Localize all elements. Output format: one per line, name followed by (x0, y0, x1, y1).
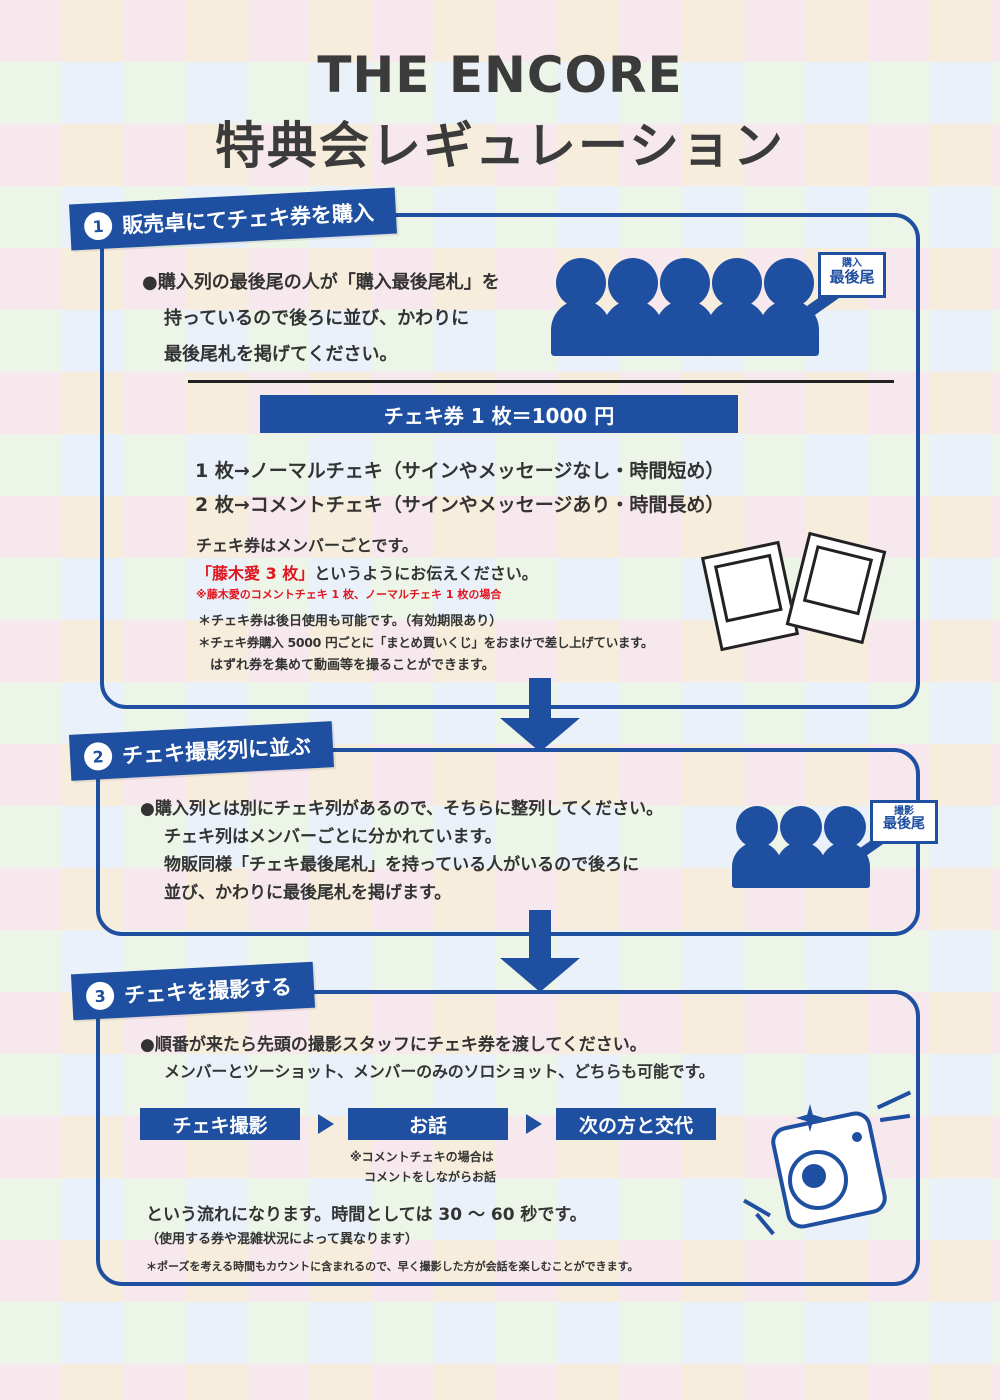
step3-line-2: メンバーとツーショット、メンバーのみのソロショット、どちらも可能です。 (164, 1062, 715, 1081)
flow-step-photo: チェキ撮影 (140, 1108, 300, 1140)
step2-number: 2 (83, 741, 113, 772)
footnote: ＊ポーズを考える時間もカウントに含まれるので、早く撮影した方が会話を楽しむことが… (146, 1260, 639, 1273)
photo-sign-bottom: 最後尾 (883, 816, 925, 832)
step2-line-1: ●購入列とは別にチェキ列があるので、そちらに整列してください。 (140, 799, 664, 819)
photo-last-sign: 撮影 最後尾 (870, 800, 938, 844)
flow-arrow-icon (526, 1114, 542, 1134)
step1-line-3: 最後尾札を掲げてください。 (164, 344, 398, 365)
purchase-sign-bottom: 最後尾 (829, 268, 875, 286)
flow-step-talk: お話 (348, 1108, 508, 1140)
note-later-use: ＊チェキ券は後日使用も可能です。（有効期限あり） (198, 614, 503, 629)
note-lottery: ＊チェキ券購入 5000 円ごとに「まとめ買いくじ」をおまけで差し上げています。 (198, 635, 654, 650)
step2-line-2: チェキ列はメンバーごとに分かれています。 (164, 827, 502, 847)
example-note: ※藤木愛のコメントチェキ 1 枚、ノーマルチェキ 1 枚の場合 (196, 588, 502, 601)
summary-sub: （使用する券や混雑状況によって異なります） (146, 1232, 418, 1247)
step2-line-3: 物販同様「チェキ最後尾札」を持っている人がいるので後ろに (164, 855, 640, 875)
step1-line-1: ●購入列の最後尾の人が「購入最後尾札」を (142, 272, 500, 293)
step3-number: 3 (85, 981, 115, 1011)
purchase-sign-top: 購入 (842, 258, 862, 269)
step2-line-4: 並び、かわりに最後尾札を掲げます。 (164, 883, 452, 903)
price-bar: チェキ券 1 枚＝1000 円 (260, 395, 738, 433)
note-lose-tickets: はずれ券を集めて動画等を撮ることができます。 (210, 658, 495, 673)
per-member-text: チェキ券はメンバーごとです。 (196, 536, 418, 555)
step3-frame (96, 990, 920, 1286)
flow-note-1: ※コメントチェキの場合は (350, 1150, 494, 1164)
step1-label-text: 販売卓にてチェキ券を購入 (121, 200, 375, 238)
example-red: 「藤木愛 3 枚」 (196, 564, 315, 583)
flow-step-next: 次の方と交代 (556, 1108, 716, 1140)
flow-note-2: コメントをしながらお話 (364, 1170, 497, 1184)
summary-text: という流れになります。時間としては 30 ～ 60 秒です。 (146, 1205, 587, 1225)
step2-label-text: チェキ撮影列に並ぶ (121, 734, 312, 769)
title-english: THE ENCORE (317, 46, 683, 104)
step1-number: 1 (83, 211, 113, 241)
step3-label-text: チェキを撮影する (123, 974, 293, 1008)
example-line: 「藤木愛 3 枚」というようにお伝えください。 (196, 560, 538, 584)
step3-line-1: ●順番が来たら先頭の撮影スタッフにチェキ券を渡してください。 (140, 1035, 647, 1055)
step1-frame (100, 213, 920, 709)
example-rest: というようにお伝えください。 (314, 564, 538, 583)
flow-arrow-icon (318, 1114, 334, 1134)
option-comment: 2 枚→コメントチェキ（サインやメッセージあり・時間長め） (195, 494, 725, 516)
photo-sign-top: 撮影 (894, 806, 914, 817)
option-normal: 1 枚→ノーマルチェキ（サインやメッセージなし・時間短め） (195, 460, 725, 482)
title-japanese: 特典会レギュレーション (215, 117, 785, 175)
purchase-last-sign: 購入 最後尾 (818, 252, 886, 298)
step1-line-2: 持っているので後ろに並び、かわりに (164, 308, 470, 329)
divider (188, 380, 894, 383)
